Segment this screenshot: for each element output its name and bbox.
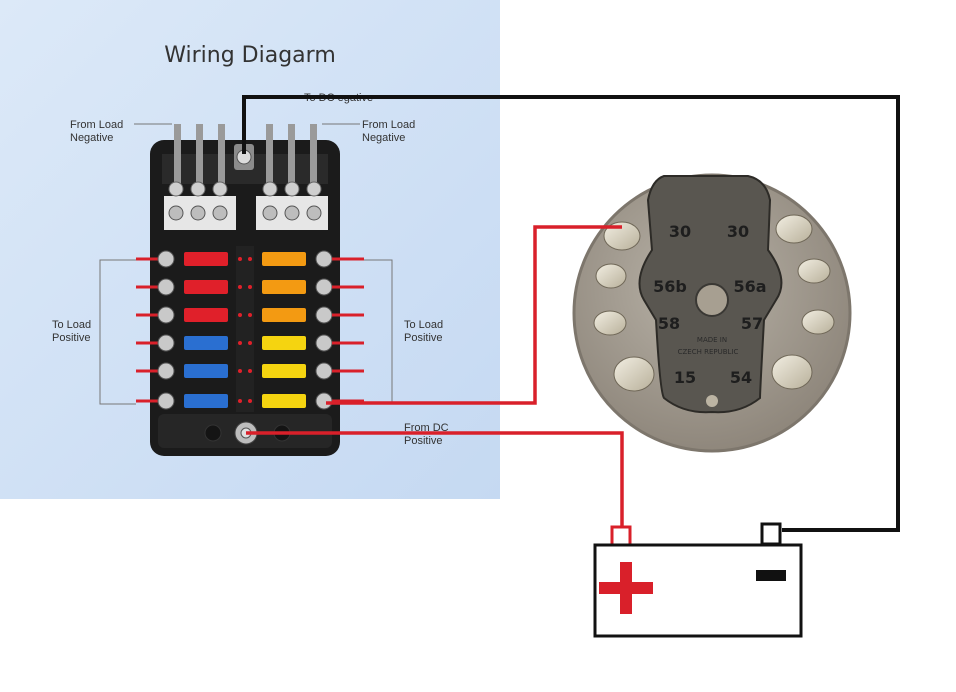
fuse-red xyxy=(184,252,228,266)
screw-terminal xyxy=(315,392,333,410)
fuse-orange xyxy=(262,280,306,294)
fuse-row-left xyxy=(136,334,242,352)
fuse-row-left xyxy=(136,278,242,296)
fuse-indicator xyxy=(248,313,252,317)
fuse-indicator xyxy=(248,369,252,373)
fuse-indicator xyxy=(248,285,252,289)
fuse-indicator xyxy=(248,257,252,261)
screw-terminal xyxy=(157,278,175,296)
fuse-blue xyxy=(184,336,228,350)
negative-busbar-posts xyxy=(168,124,322,221)
battery-plus-icon-v xyxy=(620,562,632,614)
fuse-yellow xyxy=(262,336,306,350)
fuse-indicator xyxy=(248,341,252,345)
screw-terminal xyxy=(157,306,175,324)
terminal-label-56a: 56a xyxy=(733,277,766,296)
screw-terminal xyxy=(595,263,627,289)
terminal-label-15: 15 xyxy=(674,368,696,387)
screw-terminal xyxy=(775,214,813,244)
battery-minus-icon xyxy=(756,570,786,581)
fuse-red xyxy=(184,308,228,322)
screw-terminal xyxy=(603,221,641,251)
screw-terminal xyxy=(593,310,627,336)
fuse-orange xyxy=(262,308,306,322)
diagram-title: Wiring Diagarm xyxy=(164,43,336,68)
positive-wire-battery xyxy=(246,431,624,527)
fuse-row-right xyxy=(248,362,364,380)
battery-positive-post xyxy=(610,525,632,547)
fuse-row-left xyxy=(136,306,242,324)
fuse-indicator xyxy=(238,341,242,345)
screw-terminal xyxy=(157,362,175,380)
terminal-label-56b: 56b xyxy=(653,277,687,296)
screw-terminal xyxy=(315,250,333,268)
fuse-orange xyxy=(262,252,306,266)
negative-wire xyxy=(242,95,900,532)
screw-terminal xyxy=(315,334,333,352)
fuse-indicator xyxy=(238,313,242,317)
positive-stud xyxy=(204,421,291,445)
fuse-indicator xyxy=(238,257,242,261)
terminal-label-57: 57 xyxy=(741,314,763,333)
screw-terminal xyxy=(797,258,831,284)
fuse-indicator xyxy=(238,369,242,373)
screw-terminal xyxy=(157,392,175,410)
fuse-blue xyxy=(184,394,228,408)
terminal-label-30-right: 30 xyxy=(727,222,749,241)
fuse-row-right xyxy=(248,278,364,296)
terminal-label-54: 54 xyxy=(730,368,752,387)
terminal-label-58: 58 xyxy=(658,314,680,333)
fuse-row-right xyxy=(248,250,364,268)
screw-terminal xyxy=(315,306,333,324)
fuse-row-right xyxy=(248,334,364,352)
fuse-row-right xyxy=(248,306,364,324)
screw-terminal xyxy=(157,250,175,268)
fuse-yellow xyxy=(262,394,306,408)
screw-terminal xyxy=(613,356,655,392)
fuse-row-left xyxy=(136,250,242,268)
fuse-rows xyxy=(136,250,364,410)
fuse-indicator xyxy=(238,399,242,403)
battery xyxy=(593,522,803,638)
fuse-indicator xyxy=(238,285,242,289)
terminal-label-30-left: 30 xyxy=(669,222,691,241)
screw-terminal xyxy=(157,334,175,352)
fuse-indicator xyxy=(248,399,252,403)
fuse-red xyxy=(184,280,228,294)
fuse-row-left xyxy=(136,392,242,410)
fuse-blue xyxy=(184,364,228,378)
screw-terminal xyxy=(801,309,835,335)
fuse-row-left xyxy=(136,362,242,380)
fuse-yellow xyxy=(262,364,306,378)
fuse-row-right xyxy=(248,392,364,410)
screw-terminal xyxy=(315,362,333,380)
positive-wire-switch xyxy=(326,225,622,405)
battery-negative-post xyxy=(760,522,782,546)
screw-terminal xyxy=(315,278,333,296)
screw-terminal xyxy=(771,354,813,390)
